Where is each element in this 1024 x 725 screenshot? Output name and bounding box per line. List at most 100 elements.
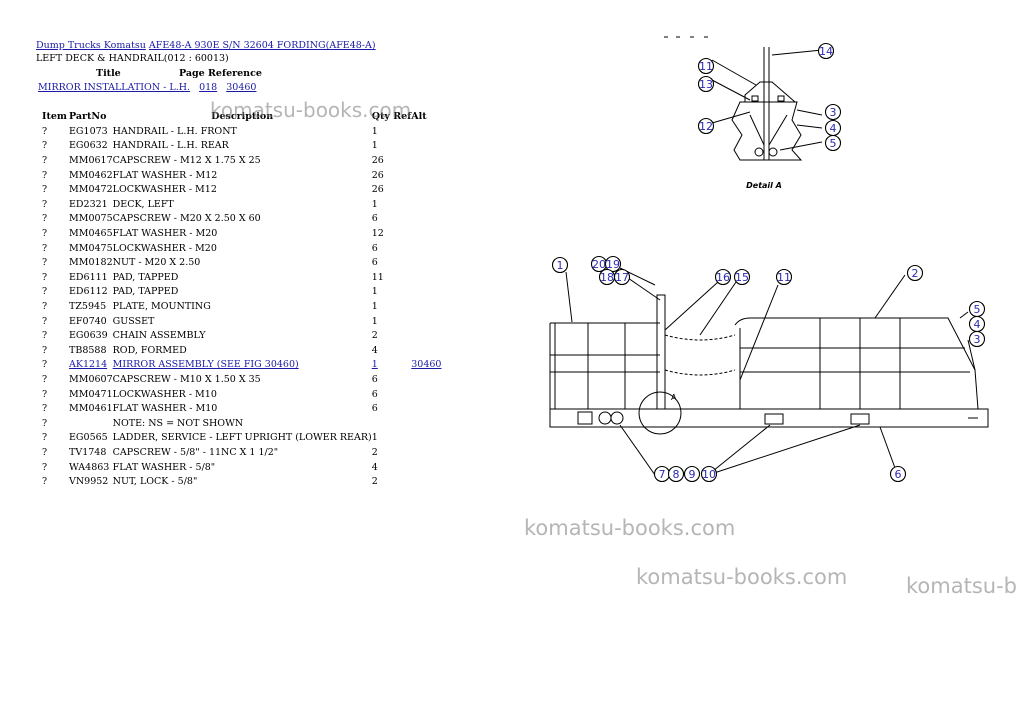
callout-circle xyxy=(824,134,842,152)
row-partno: EG0632 xyxy=(69,140,108,152)
callout-circle xyxy=(817,42,835,60)
row-qty: 4 xyxy=(371,461,378,473)
callout-circle xyxy=(667,465,685,483)
row-qty: 2 xyxy=(371,330,378,342)
watermark: komatsu-books.com xyxy=(210,98,412,122)
callout-circle xyxy=(604,255,622,273)
row-qty: 4 xyxy=(371,344,378,356)
row-qty: 11 xyxy=(371,271,384,283)
callout-circle xyxy=(683,465,701,483)
row-qty: 6 xyxy=(371,403,378,415)
callout-number[interactable]: 20 xyxy=(592,258,606,271)
callout-number[interactable]: 18 xyxy=(600,271,614,284)
reference-page-link[interactable]: 018 xyxy=(199,82,218,93)
callout-number[interactable]: 5 xyxy=(830,137,837,150)
row-item: ? xyxy=(42,403,48,415)
row-description: LADDER, SERVICE - LEFT UPRIGHT (LOWER RE… xyxy=(112,432,372,444)
row-qty: 12 xyxy=(371,228,384,240)
watermark: komatsu-b xyxy=(906,574,1017,598)
row-qty: 26 xyxy=(371,169,384,181)
row-qty: 6 xyxy=(371,373,378,385)
row-item: ? xyxy=(42,169,48,181)
callout-number[interactable]: 1 xyxy=(557,259,564,272)
row-description-link[interactable]: MIRROR ASSEMBLY (SEE FIG 30460) xyxy=(112,359,299,371)
row-partno: VN9952 xyxy=(69,476,109,488)
row-description: GUSSET xyxy=(112,315,155,327)
header-partno: PartNo xyxy=(69,111,107,123)
callout-number[interactable]: 4 xyxy=(830,122,837,135)
row-item: ? xyxy=(42,213,48,225)
detail-a-caption: Detail A xyxy=(746,181,782,190)
callout-number[interactable]: 15 xyxy=(735,271,749,284)
row-description: CAPSCREW - M20 X 2.50 X 60 xyxy=(112,213,261,225)
breadcrumb-link-model[interactable]: AFE48-A 930E S/N 32604 FORDING(AFE48-A) xyxy=(148,40,376,51)
row-item: ? xyxy=(42,359,48,371)
row-partno: MM0461 xyxy=(69,403,113,415)
callout-number[interactable]: 2 xyxy=(912,267,919,280)
table-header-row: Item PartNo Description Qty Ref Alt xyxy=(40,110,451,125)
callout-number[interactable]: 5 xyxy=(974,303,981,316)
row-item: ? xyxy=(42,271,48,283)
callout-number[interactable]: 6 xyxy=(895,468,902,481)
row-item: ? xyxy=(42,476,48,488)
callout-number[interactable]: 3 xyxy=(974,333,981,346)
page-subtitle: LEFT DECK & HANDRAIL(012 : 60013) xyxy=(36,53,229,64)
callout-number[interactable]: 11 xyxy=(699,60,713,73)
row-description: LOCKWASHER - M12 xyxy=(112,184,217,196)
callout-circle xyxy=(697,57,715,75)
callout-number[interactable]: 12 xyxy=(699,120,713,133)
row-description: LOCKWASHER - M10 xyxy=(112,388,217,400)
callout-circle xyxy=(824,103,842,121)
row-description: NOTE: NS = NOT SHOWN xyxy=(112,417,244,429)
callout-circle xyxy=(551,256,569,274)
callout-number[interactable]: 16 xyxy=(716,271,730,284)
callout-number[interactable]: 17 xyxy=(615,271,629,284)
row-description: HANDRAIL - L.H. FRONT xyxy=(112,125,237,137)
row-alt-link[interactable]: 30460 xyxy=(411,359,442,371)
row-description: FLAT WASHER - M12 xyxy=(112,169,218,181)
table-row: ? AK1214 MIRROR ASSEMBLY (SEE FIG 30460) 1 3… xyxy=(40,358,451,373)
row-qty-link[interactable]: 1 xyxy=(371,359,378,371)
callout-number[interactable]: 10 xyxy=(702,468,716,481)
callout-circle xyxy=(613,268,631,286)
row-partno: MM0462 xyxy=(69,169,113,181)
row-item: ? xyxy=(42,155,48,167)
callout-number[interactable]: 9 xyxy=(689,468,696,481)
row-partno: ED2321 xyxy=(69,198,108,210)
callout-number[interactable]: 4 xyxy=(974,318,981,331)
row-description: PLATE, MOUNTING xyxy=(112,301,211,313)
callout-circle xyxy=(714,268,732,286)
row-qty: 1 xyxy=(371,140,378,152)
row-item: ? xyxy=(42,184,48,196)
callout-number[interactable]: 8 xyxy=(673,468,680,481)
reference-ref-link[interactable]: 30460 xyxy=(226,82,257,93)
detail-a-drawing xyxy=(664,36,823,161)
breadcrumb-link-dump-trucks[interactable]: Dump Trucks Komatsu xyxy=(36,40,146,51)
watermark: komatsu-books.com xyxy=(524,516,736,540)
row-qty: 26 xyxy=(371,155,384,167)
callout-circle xyxy=(906,264,924,282)
row-partno-link[interactable]: AK1214 xyxy=(69,359,108,371)
row-item: ? xyxy=(42,417,48,429)
row-description: ROD, FORMED xyxy=(112,344,187,356)
reference-title-link[interactable]: MIRROR INSTALLATION - L.H. xyxy=(38,82,191,93)
callout-number[interactable]: 11 xyxy=(777,271,791,284)
callout-number[interactable]: 3 xyxy=(830,106,837,119)
callout-number[interactable]: 7 xyxy=(659,468,666,481)
row-partno: EG1073 xyxy=(69,125,108,137)
callout-number[interactable]: 13 xyxy=(699,78,713,91)
callout-number[interactable]: 14 xyxy=(819,45,833,58)
parts-table: Item PartNo Description Qty Ref Alt ? EG1… xyxy=(40,110,451,489)
callout-number[interactable]: 19 xyxy=(606,258,620,271)
